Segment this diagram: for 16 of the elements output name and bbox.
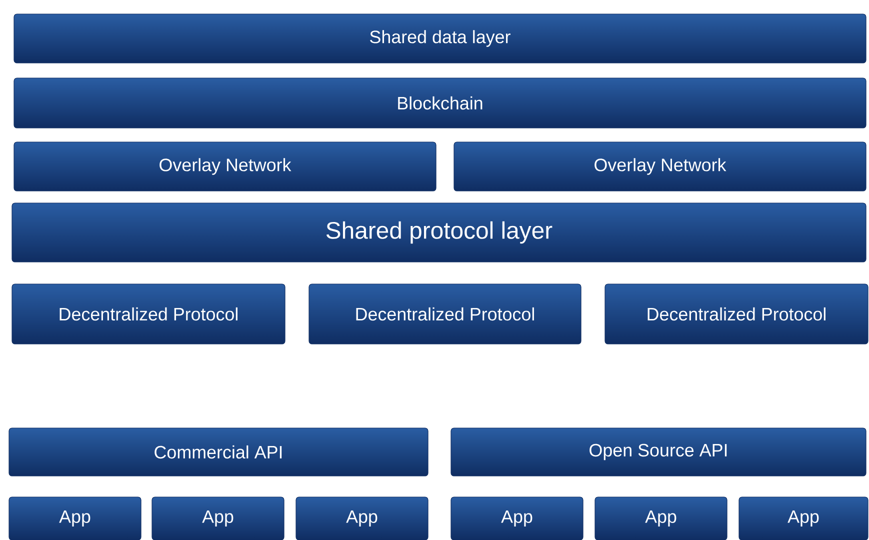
layer-box: Commercial API [8, 428, 428, 476]
layer-box: Overlay Network [14, 142, 436, 192]
layer-box: App [594, 496, 728, 540]
layer-box: Shared protocol layer [12, 202, 866, 262]
layer-box: App [296, 496, 428, 540]
layer-box: Decentralized Protocol [12, 284, 286, 344]
layer-box: Decentralized Protocol [604, 284, 868, 344]
layer-box: Blockchain [14, 78, 866, 128]
layer-box: App [738, 496, 868, 540]
layer-box: Open Source API [450, 428, 866, 476]
layer-box: Overlay Network [454, 142, 866, 192]
layer-box: App [152, 496, 284, 540]
layer-box: Decentralized Protocol [308, 284, 582, 344]
layer-box: App [8, 496, 142, 540]
layer-box: App [450, 496, 584, 540]
layer-box: Shared data layer [14, 14, 866, 64]
